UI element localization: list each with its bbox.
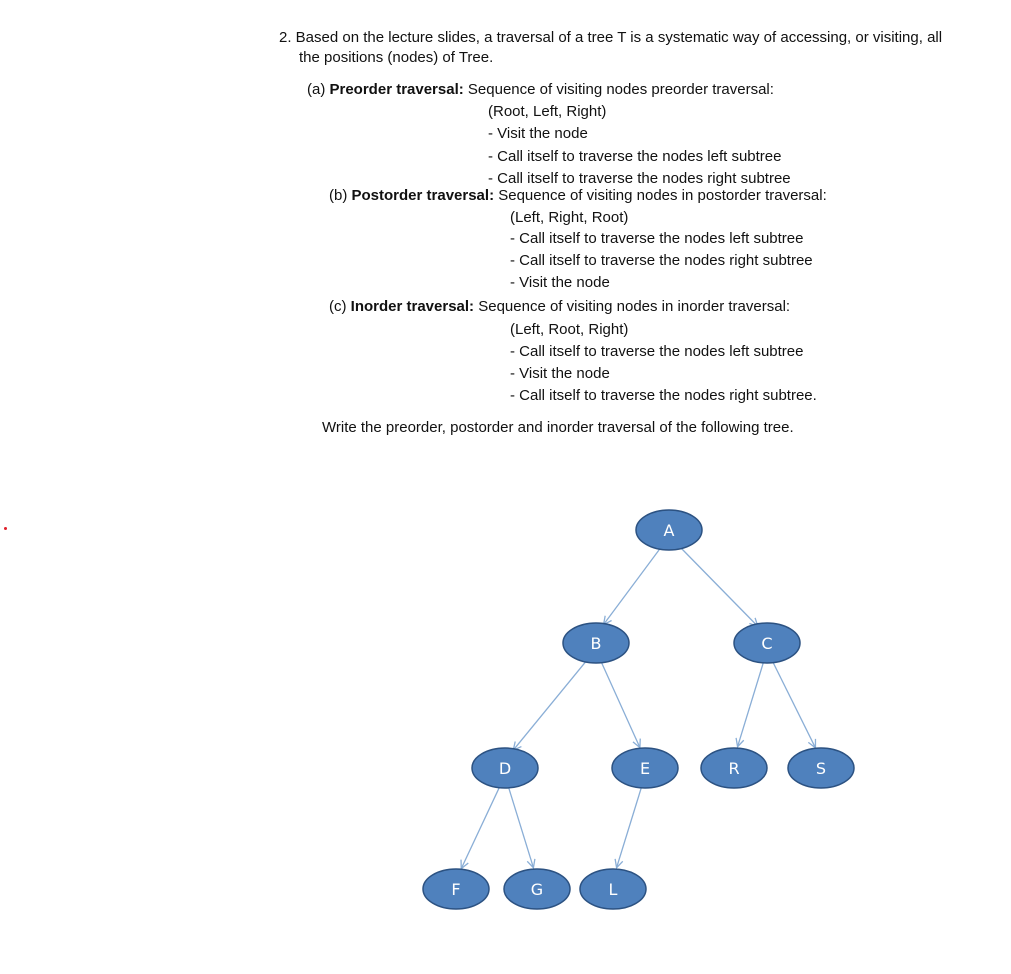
- part-c-prefix: (c): [329, 298, 351, 315]
- node-b-shape: [562, 622, 630, 664]
- node-s-shape: [787, 747, 855, 789]
- node-s-label: S: [816, 759, 826, 778]
- edge-a-b: [604, 546, 662, 625]
- node-s: S: [787, 747, 855, 789]
- part-a-prefix: (a): [307, 81, 330, 98]
- node-d-label: D: [499, 759, 511, 778]
- edge-b-e: [600, 661, 640, 748]
- part-a-line-1: (Root, Left, Right): [488, 103, 607, 120]
- part-c-line-1: (Left, Root, Right): [510, 321, 629, 338]
- edge-d-g: [507, 787, 534, 867]
- part-b-heading: (b) Postorder traversal: Sequence of vis…: [329, 186, 827, 206]
- node-c: C: [733, 622, 801, 664]
- part-a-desc: Sequence of visiting nodes preorder trav…: [463, 81, 774, 98]
- part-b-line-2: - Call itself to traverse the nodes left…: [510, 230, 804, 247]
- node-l-shape: [579, 868, 647, 910]
- node-r-label: R: [728, 759, 739, 778]
- edge-c-s: [771, 661, 816, 747]
- node-f: F: [422, 868, 490, 910]
- node-g-label: G: [531, 880, 543, 899]
- node-c-shape: [733, 622, 801, 664]
- node-e-label: E: [640, 759, 650, 778]
- node-a-label: A: [664, 521, 675, 540]
- part-a-line-2: - Visit the node: [488, 125, 588, 142]
- node-g: G: [503, 868, 571, 910]
- node-g-shape: [503, 868, 571, 910]
- part-c-heading: (c) Inorder traversal: Sequence of visit…: [329, 297, 790, 317]
- part-c-title: Inorder traversal:: [350, 298, 475, 315]
- tree-edges: [461, 544, 816, 869]
- edge-b-d: [513, 658, 589, 750]
- node-a-shape: [635, 509, 703, 551]
- part-c-line-2: - Call itself to traverse the nodes left…: [510, 343, 804, 360]
- node-e: E: [611, 747, 679, 789]
- part-a-line-3: - Call itself to traverse the nodes left…: [488, 148, 782, 165]
- node-b: B: [562, 622, 630, 664]
- node-r: R: [700, 747, 768, 789]
- node-d-shape: [471, 747, 539, 789]
- node-f-label: F: [451, 880, 460, 899]
- node-l: L: [579, 868, 647, 910]
- node-b-label: B: [591, 634, 602, 653]
- part-b-line-4: - Visit the node: [510, 274, 610, 291]
- question-intro: 2. Based on the lecture slides, a traver…: [279, 29, 943, 46]
- instruction-text: Write the preorder, postorder and inorde…: [322, 419, 794, 436]
- part-b-line-1: (Left, Right, Root): [510, 209, 629, 226]
- part-a-title: Preorder traversal:: [329, 81, 464, 98]
- node-f-shape: [422, 868, 490, 910]
- edge-a-c: [677, 544, 758, 626]
- part-b-prefix: (b): [329, 187, 352, 204]
- node-r-shape: [700, 747, 768, 789]
- part-b-title: Postorder traversal:: [351, 187, 495, 204]
- edge-d-f: [461, 786, 501, 869]
- node-e-shape: [611, 747, 679, 789]
- part-b-line-3: - Call itself to traverse the nodes righ…: [510, 252, 813, 269]
- question-intro-cont: the positions (nodes) of Tree.: [299, 49, 494, 66]
- part-b-desc: Sequence of visiting nodes in postorder …: [494, 187, 827, 204]
- part-c-line-4: - Call itself to traverse the nodes righ…: [510, 387, 817, 404]
- node-l-label: L: [609, 880, 618, 899]
- node-a: A: [635, 509, 703, 551]
- margin-dot: [4, 527, 7, 530]
- node-c-label: C: [761, 634, 772, 653]
- tree-nodes: A B C D E R S F G L: [422, 509, 855, 910]
- part-a-line-4: - Call itself to traverse the nodes righ…: [488, 170, 791, 187]
- node-d: D: [471, 747, 539, 789]
- edge-e-l: [617, 787, 643, 867]
- part-a-heading: (a) Preorder traversal: Sequence of visi…: [307, 80, 774, 100]
- part-c-desc: Sequence of visiting nodes in inorder tr…: [474, 298, 791, 315]
- part-c-line-3: - Visit the node: [510, 365, 610, 382]
- edge-c-r: [738, 662, 765, 746]
